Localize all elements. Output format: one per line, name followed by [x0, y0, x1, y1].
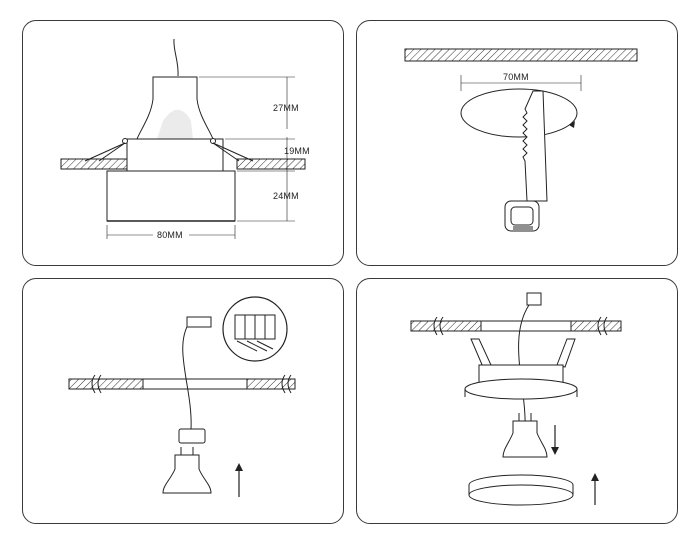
dim-top-height: 27MM [273, 103, 299, 113]
dimensions-diagram: 27MM 19MM 24MM 80MM [60, 38, 310, 240]
cut-circle [460, 88, 578, 138]
panel-cutout: 70MM [356, 20, 678, 266]
ceiling-right [246, 378, 296, 390]
wiring-diagram [68, 296, 296, 497]
gu10-bulb [502, 420, 548, 458]
gu10-bulb [162, 454, 212, 494]
cutout-opening [480, 320, 572, 332]
fixture-body [106, 170, 236, 222]
spring-clip-left [470, 338, 492, 368]
supply-cable [182, 322, 192, 430]
terminal-block [186, 316, 212, 328]
cutout-diameter: 70MM [503, 72, 529, 82]
install-diagram [410, 292, 622, 506]
panel-install [356, 278, 678, 524]
ceiling-left [60, 158, 130, 170]
ceiling-left [410, 320, 482, 332]
reflector-shade [157, 109, 193, 139]
panel-dimensions: 27MM 19MM 24MM 80MM [22, 20, 344, 266]
fixture-flange [464, 378, 578, 400]
dim-bottom-height: 24MM [273, 191, 299, 201]
panel-wiring [22, 278, 344, 524]
rotation-arrow [569, 121, 575, 128]
cutout-diagram: 70MM [404, 48, 638, 232]
ceiling-board [404, 48, 638, 62]
ceiling-right [570, 320, 622, 332]
cutout-opening [142, 378, 248, 390]
dim-width: 80MM [157, 230, 183, 240]
ceiling-left [68, 378, 144, 390]
ceiling-right [236, 158, 306, 170]
cable [173, 38, 179, 77]
terminal-block [526, 292, 542, 306]
dim-middle-height: 19MM [284, 146, 310, 156]
spring-clip-right [556, 338, 576, 368]
spring-clip-left [122, 138, 128, 144]
spring-clip-right [210, 138, 216, 144]
saw-blade [522, 90, 548, 202]
fixture-ring [126, 138, 224, 172]
lamp-socket [178, 428, 206, 444]
